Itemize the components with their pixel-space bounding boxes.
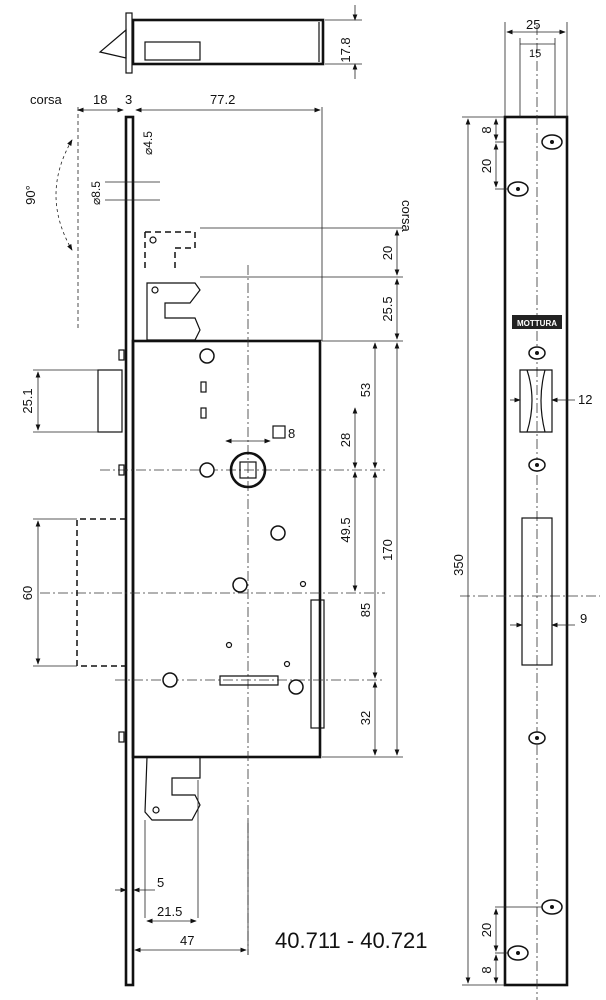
dim-53: 53	[358, 383, 373, 397]
dim-25: 25	[526, 17, 540, 32]
dim-20-top: 20	[479, 159, 494, 173]
dim-25-5: 25.5	[380, 296, 395, 321]
dim-17-8: 17.8	[338, 37, 353, 62]
model-number: 40.711 - 40.721	[275, 928, 428, 953]
dim-20-bottom: 20	[479, 923, 494, 937]
screws	[162, 348, 307, 695]
bottom-hook	[144, 756, 201, 821]
dim-25-1: 25.1	[20, 388, 35, 413]
side-plate	[310, 599, 325, 729]
dim-9: 9	[580, 611, 587, 626]
top-faceplate	[125, 12, 133, 74]
dim-28: 28	[338, 433, 353, 447]
spindle-square	[239, 461, 257, 479]
dim-15: 15	[529, 48, 541, 60]
corsa-label-left: corsa	[30, 92, 63, 107]
latch-bolt	[97, 369, 123, 433]
front-view: corsa 18 3 77.2 90° ⌀4.5 ⌀8.5 25.1 60	[20, 92, 428, 987]
dim-square-8: 8	[288, 426, 295, 441]
dim-85: 85	[358, 603, 373, 617]
dim-18: 18	[93, 92, 107, 107]
dim-5: 5	[157, 875, 164, 890]
top-body	[131, 18, 325, 66]
dim-21-5: 21.5	[157, 904, 182, 919]
dim-12: 12	[578, 392, 592, 407]
strike-screws	[507, 134, 563, 961]
top-view: 17.8	[98, 5, 362, 79]
deadbolt-window	[521, 517, 553, 666]
latch-bevel	[98, 28, 127, 59]
dim-20: 20	[380, 246, 395, 260]
latch-window	[519, 369, 553, 433]
strike-faceplate	[503, 115, 569, 987]
deadbolt-extended	[76, 518, 126, 667]
brand-plate	[512, 315, 562, 329]
dim-diameter-4-5: ⌀4.5	[141, 131, 155, 155]
top-slot	[144, 41, 201, 61]
lock-case	[131, 339, 322, 759]
dim-diameter-8-5: ⌀8.5	[89, 181, 103, 205]
keyhole	[219, 675, 279, 686]
dim-170: 170	[380, 539, 395, 561]
brand-label: MOTTURA	[517, 319, 557, 328]
hook-retracted	[144, 231, 196, 270]
dim-3: 3	[125, 92, 132, 107]
dim-32: 32	[358, 711, 373, 725]
corsa-label-right: corsa	[399, 200, 414, 233]
dim-8-top: 8	[479, 126, 494, 133]
dim-350: 350	[451, 554, 466, 576]
dim-8-bottom: 8	[479, 966, 494, 973]
dim-49-5: 49.5	[338, 517, 353, 542]
spindle-hub	[229, 451, 267, 489]
dim-77-2: 77.2	[210, 92, 235, 107]
top-hook	[146, 282, 201, 341]
dim-47: 47	[180, 933, 194, 948]
dim-60: 60	[20, 586, 35, 600]
angle-90: 90°	[23, 185, 38, 205]
side-view: 25 15 350 8 20 20 8 MOTTURA	[451, 17, 600, 1000]
